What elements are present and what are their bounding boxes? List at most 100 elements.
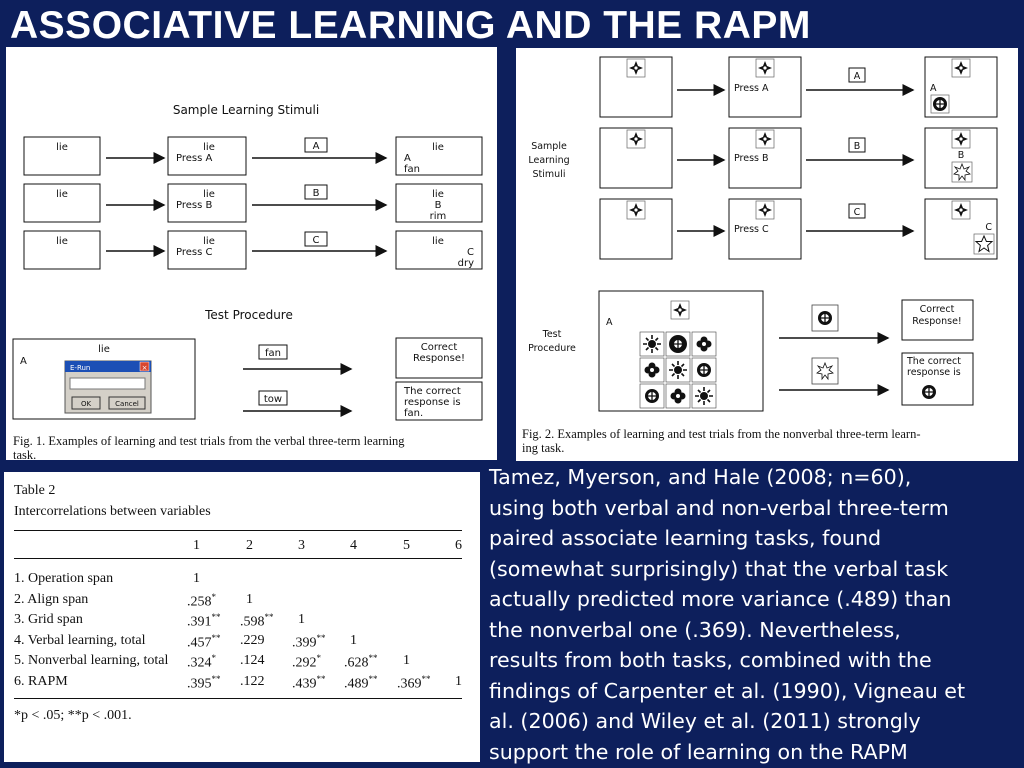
table-col-header: 1 <box>193 538 200 553</box>
fig1-test-word: tow <box>264 394 282 405</box>
fig2-test-letter: A <box>606 317 613 328</box>
table-row-label: 6. RAPM <box>14 673 68 689</box>
fig1-out-letter: C <box>467 247 474 258</box>
fig1-key-label: C <box>313 235 320 246</box>
fig1-mid-top: lie <box>203 142 215 153</box>
summary-line: findings of Carpenter et al. (1990), Vig… <box>489 678 966 703</box>
table-cell: .598** <box>240 612 274 630</box>
table-cell: .258* <box>187 591 216 610</box>
table-footnote: *p < .05; **p < .001. <box>14 708 132 723</box>
fig2-row-a: Press A A A <box>599 56 998 118</box>
summary-line: support the role of learning on the RAPM <box>489 739 908 764</box>
table-col-header: 2 <box>246 538 253 553</box>
fig1-wrong-feedback: fan. <box>404 408 423 419</box>
fig1-out-letter: B <box>435 200 442 211</box>
fig1-row-b: lie lie Press B B lie B rim <box>23 183 483 223</box>
fig1-key-label: A <box>313 141 320 152</box>
summary-line: (somewhat surprisingly) that the verbal … <box>489 556 949 581</box>
fig2-press-label: Press A <box>734 83 769 94</box>
table-2-intercorrelations: Table 2 Intercorrelations between variab… <box>4 472 480 762</box>
fig2-press-label: Press C <box>734 224 769 235</box>
fig1-mid-top: lie <box>203 236 215 247</box>
table-cell: .628** <box>344 653 378 671</box>
summary-line: al. (2006) and Wiley et al. (2011) stron… <box>489 709 921 733</box>
table-row-label: 4. Verbal learning, total <box>14 632 146 648</box>
fig1-cue-text: lie <box>56 189 68 200</box>
fig1-out-top: lie <box>432 236 444 247</box>
fig1-press-label: Press B <box>176 200 212 211</box>
table-row-label: 2. Align span <box>14 591 89 607</box>
figure-1-verbal-task: Sample Learning Stimuli lie lie Press A … <box>6 47 497 460</box>
table-col-header: 3 <box>298 538 305 553</box>
fig1-out-word: dry <box>458 258 474 269</box>
summary-line: the nonverbal one (.369). Nevertheless, <box>489 617 901 642</box>
fig1-row-c: lie lie Press C C lie C dry <box>23 230 483 270</box>
table-cell: .439** <box>292 673 326 692</box>
table-col-header: 6 <box>455 538 462 553</box>
fig1-out-top: lie <box>432 189 444 200</box>
table-cell: .391** <box>187 612 221 630</box>
close-icon <box>139 361 150 372</box>
table-cell: 1 <box>403 653 410 668</box>
summary-text: Tamez, Myerson, and Hale (2008; n=60), u… <box>489 462 1019 767</box>
fig2-out-letter: C <box>985 222 992 233</box>
fig2-correct-feedback: Response! <box>912 316 961 327</box>
fig1-caption: task. <box>13 448 37 460</box>
fig2-section-sample-label: Sample <box>531 141 567 152</box>
table-cell: .229 <box>240 632 265 648</box>
table-cell: .122 <box>240 673 265 689</box>
fig2-section-test-label: Procedure <box>528 343 576 354</box>
table-cell: 1 <box>350 632 357 648</box>
svg-text:×: × <box>142 364 148 372</box>
table-cell: 1 <box>193 571 200 586</box>
fig2-key-label: A <box>854 71 861 82</box>
fig2-choice-grid <box>639 331 717 409</box>
summary-line: using both verbal and non-verbal three-t… <box>489 495 949 520</box>
erun-title: E-Run <box>70 364 90 372</box>
fig1-test-word: fan <box>265 348 281 359</box>
figure-2-nonverbal-task: Sample Learning Stimuli Press A A A <box>516 48 1018 461</box>
table-cell: .324* <box>187 653 216 671</box>
fig1-press-label: Press A <box>176 153 212 164</box>
fig1-test-letter: A <box>20 356 27 367</box>
fig2-caption: ing task. <box>522 441 565 455</box>
fig1-out-letter: A <box>404 153 411 164</box>
fig1-caption: Fig. 1. Examples of learning and test tr… <box>13 434 405 448</box>
erun-ok-button: OK <box>81 400 92 408</box>
table-subtitle: Intercorrelations between variables <box>14 504 211 519</box>
fig1-mid-top: lie <box>203 189 215 200</box>
fig2-correct-feedback: Correct <box>920 304 955 315</box>
summary-line: Tamez, Myerson, and Hale (2008; n=60), <box>489 465 912 489</box>
fig1-out-word: rim <box>430 211 447 222</box>
fig1-test-cue: lie <box>98 344 110 355</box>
table-cell: .399** <box>292 632 326 651</box>
fig1-cue-text: lie <box>56 236 68 247</box>
fig1-out-word: fan <box>404 164 420 175</box>
table-cell: .292* <box>292 653 321 671</box>
summary-line: actually predicted more variance (.489) … <box>489 587 952 611</box>
fig2-press-label: Press B <box>734 153 769 164</box>
table-cell: 1 <box>455 673 462 689</box>
fig2-section-sample-label: Learning <box>528 155 569 166</box>
fig1-out-top: lie <box>432 142 444 153</box>
fig1-section-test-label: Test Procedure <box>204 308 293 322</box>
fig1-correct-feedback: Correct <box>421 342 458 353</box>
table-cell: .395** <box>187 673 221 692</box>
fig1-press-label: Press C <box>176 247 212 258</box>
fig1-wrong-feedback: The correct <box>403 386 461 397</box>
fig1-key-label: B <box>313 188 320 199</box>
fig1-section-sample-label: Sample Learning Stimuli <box>173 103 319 117</box>
erun-dialog: E-Run × OK Cancel <box>64 360 152 414</box>
summary-line: results from both tasks, combined with t… <box>489 648 932 672</box>
fig2-key-label: C <box>854 207 861 218</box>
table-row-label: 1. Operation span <box>14 571 114 586</box>
slide-title: ASSOCIATIVE LEARNING AND THE RAPM <box>10 4 811 47</box>
table-col-header: 4 <box>350 538 357 553</box>
summary-line: paired associate learning tasks, found <box>489 526 882 550</box>
fig2-wrong-feedback: response is <box>907 367 961 378</box>
fig2-section-test-label: Test <box>542 329 562 340</box>
table-cell: 1 <box>298 612 305 627</box>
fig1-cue-text: lie <box>56 142 68 153</box>
erun-cancel-button: Cancel <box>115 400 139 408</box>
fig2-out-letter: A <box>930 83 937 94</box>
